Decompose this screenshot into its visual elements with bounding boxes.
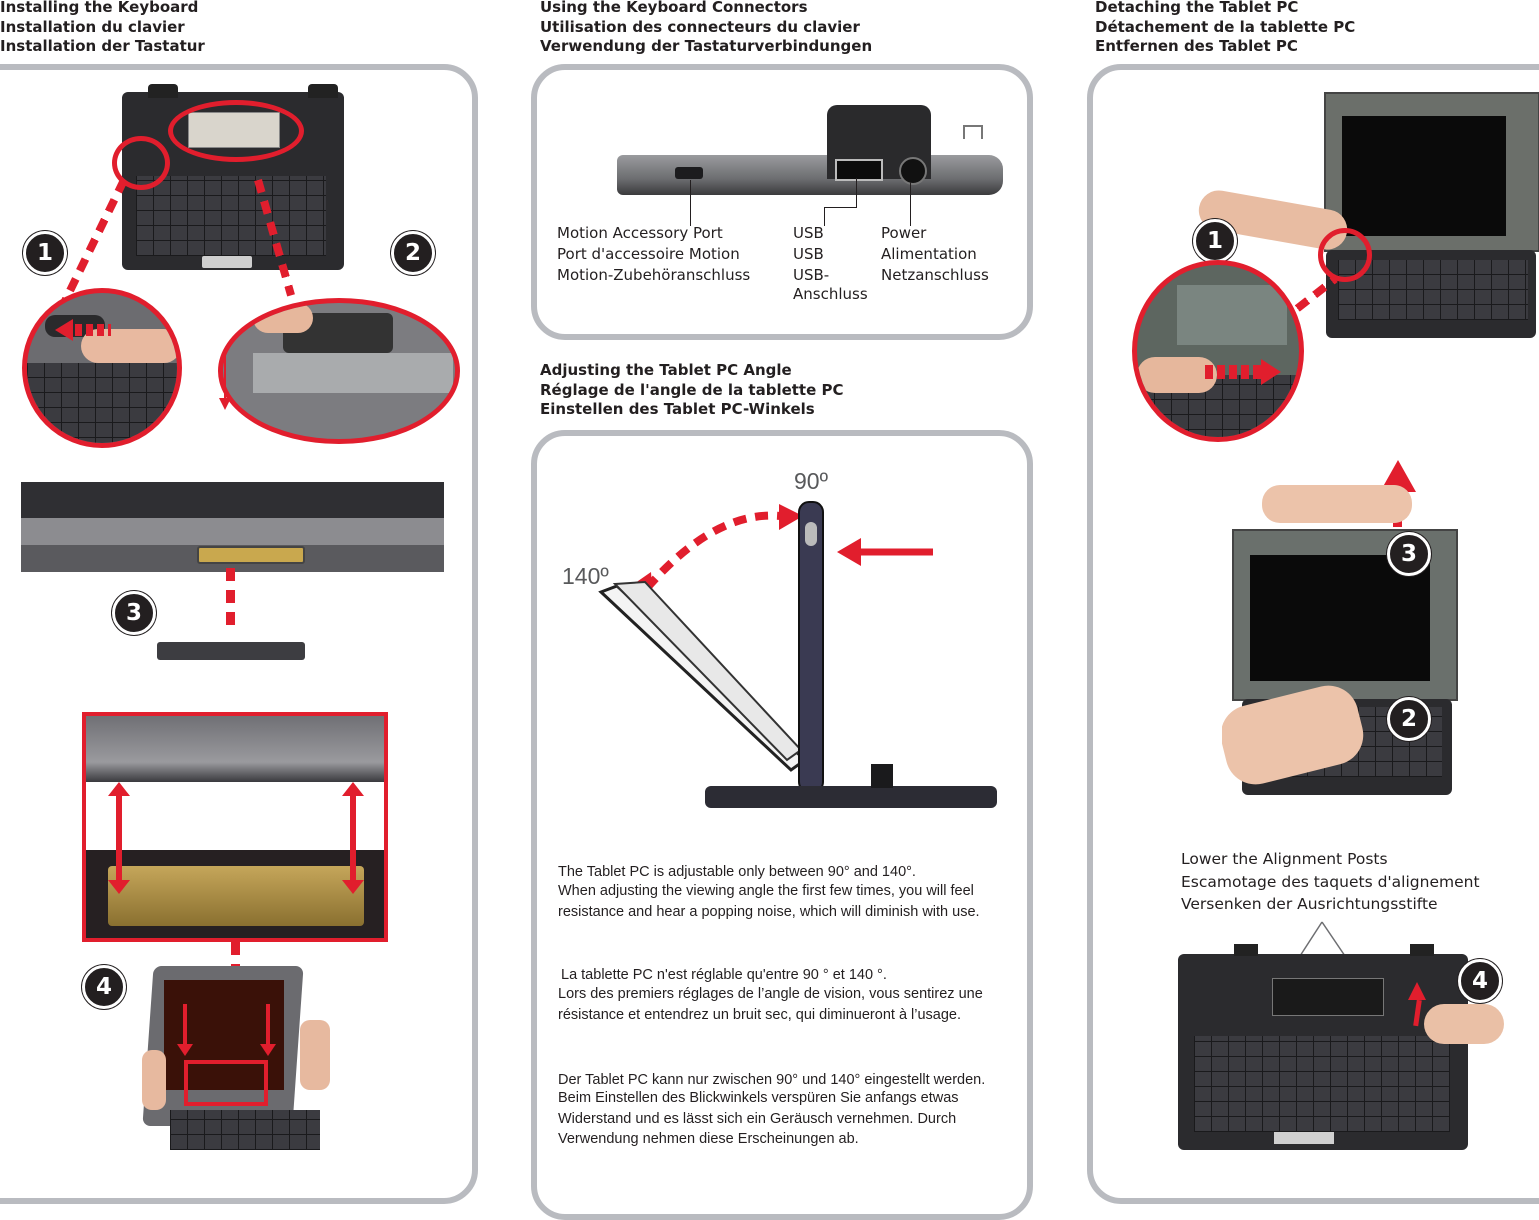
angle-panel [531,430,1033,1220]
tablet-90-position [798,501,824,793]
left-double-arrow [116,790,122,882]
leader-line-usb-h [824,207,856,208]
slide-left-arrow [55,319,73,341]
angle-heading: Adjusting the Tablet PC Angle Réglage de… [540,361,844,420]
motion-port [675,167,703,179]
tablet-open-photo [1322,90,1539,342]
tablet-docking-photo [140,960,332,1181]
usb-port [835,159,883,181]
power-port [899,157,927,185]
col3-heading: Detaching the Tablet PC Détachement de l… [1095,0,1355,57]
usb-port-label: USB USB USB- Anschluss [793,224,868,303]
right-double-arrow [350,790,356,882]
keyboard-base-photo [1174,944,1504,1154]
connector-zoom-photo [218,298,460,444]
col3-heading-en: Detaching the Tablet PC [1095,0,1299,16]
col1-heading-en: Installing the Keyboard [0,0,199,16]
col1-heading-de: Installation der Tastatur [0,37,205,55]
connector-highlight-circle [168,100,304,162]
detach-step-badge-4: 4 [1458,959,1502,1003]
detach-step-badge-2: 2 [1387,697,1431,741]
col2-heading-de: Verwendung der Tastaturverbindungen [540,37,873,55]
leader-line-power [910,182,911,226]
detach-step-badge-1: 1 [1193,219,1237,263]
tablet-140-position [598,580,808,772]
latch-highlight-circle-2 [1318,228,1372,282]
col1-heading-fr: Installation du clavier [0,17,185,36]
angle-90-label: 90º [794,468,828,494]
detach-latch-zoom-photo [1132,260,1304,442]
step-badge-3: 3 [112,591,156,635]
alignment-posts-photo [82,712,388,942]
detach-step-badge-3: 3 [1387,532,1431,576]
angle-text-en: The Tablet PC is adjustable only between… [558,864,980,920]
angle-140-label: 140º [562,563,609,589]
alignment-posts-label: Lower the Alignment Posts Escamotage des… [1181,850,1480,913]
angle-text-de: Der Tablet PC kann nur zwischen 90° und … [558,1072,986,1147]
angle-heading-de: Einstellen des Tablet PC-Winkels [540,400,815,418]
connector-cover-photo [157,642,305,660]
tablet-bottom-edge-photo [21,482,444,572]
leader-line-motion [690,180,691,226]
tablet-lift-photo [1222,485,1462,800]
angle-text-fr: La tablette PC n'est réglable qu'entre 9… [558,967,983,1023]
angle-heading-fr: Réglage de l'angle de la tablette PC [540,380,844,399]
col2-heading-en: Using the Keyboard Connectors [540,0,808,16]
latch-highlight-circle [112,136,170,190]
leader-line-usb [824,207,825,226]
motion-port-label: Motion Accessory Port Port d'accessoire … [557,224,751,284]
power-port-label: Power Alimentation Netzanschluss [881,224,989,284]
step-badge-2: 2 [391,231,435,275]
latch-zoom-photo [22,288,182,448]
angle-heading-en: Adjusting the Tablet PC Angle [540,361,792,379]
col1-heading: Installing the Keyboard Installation du … [0,0,205,57]
down-arrow-head [219,398,231,410]
slide-right-arrow [1261,359,1281,385]
col3-heading-de: Entfernen des Tablet PC [1095,37,1298,55]
leader-line-usb-v2 [856,178,857,208]
step-badge-1: 1 [23,231,67,275]
down-arrow-line [224,350,226,400]
col2-heading: Using the Keyboard Connectors Utilisatio… [540,0,872,57]
keyboard-side-illustration [617,101,1003,201]
col3-heading-fr: Détachement de la tablette PC [1095,17,1356,36]
dashed-connector-3 [226,568,235,628]
col2-heading-fr: Utilisation des connecteurs du clavier [540,17,860,36]
step-badge-4: 4 [82,965,126,1009]
connectors-panel [531,64,1033,340]
angle-illustration [598,501,997,808]
